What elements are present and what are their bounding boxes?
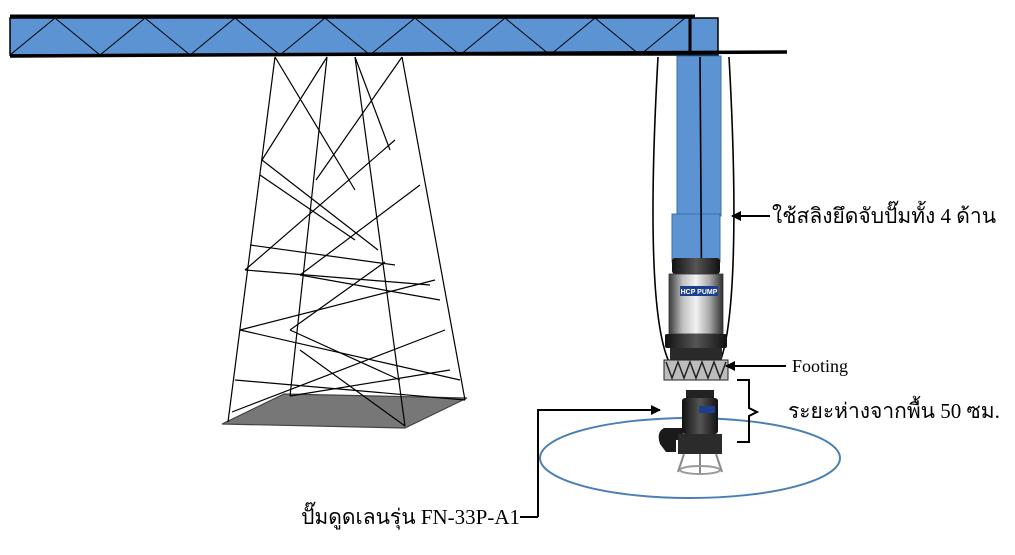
footing-stand: [663, 359, 729, 381]
lattice-tower: [221, 56, 468, 429]
pipe-upper: [676, 55, 722, 217]
brand-label: HCP PUMP: [681, 289, 718, 296]
pump-model-label: ปั๊มดูดเลนรุ่น FN-33P-A1: [301, 501, 520, 530]
clearance-bracket: [737, 379, 760, 443]
discharge-pipe: [671, 55, 722, 263]
suspended-pump: HCP PUMP: [663, 258, 729, 381]
sludge-pump-body: [682, 398, 718, 434]
beam-zigzag: [9, 17, 686, 56]
sludge-pump-outlet: [658, 428, 684, 452]
beam-bottom-chord: [9, 50, 788, 58]
cable-label: ใช้สลิงยึดจับปั๊มทั้ง 4 ด้าน: [772, 200, 996, 228]
footing-label: Footing: [792, 356, 848, 376]
pipe-lower: [671, 213, 721, 263]
sludge-pump: [658, 390, 723, 475]
truss-beam: [9, 14, 788, 58]
brand-plate: [680, 286, 718, 296]
annotations: ใช้สลิงยึดจับปั๊มทั้ง 4 ด้าน Footing ระย…: [301, 200, 1000, 530]
tower-base-plate: [221, 393, 468, 429]
clearance-label: ระยะห่างจากพื้น 50 ซม.: [788, 396, 1000, 423]
sludge-pump-stand: [677, 453, 723, 475]
pump-body: [668, 273, 724, 335]
beam-body: [9, 17, 719, 56]
pump-model-leader: [537, 405, 661, 517]
